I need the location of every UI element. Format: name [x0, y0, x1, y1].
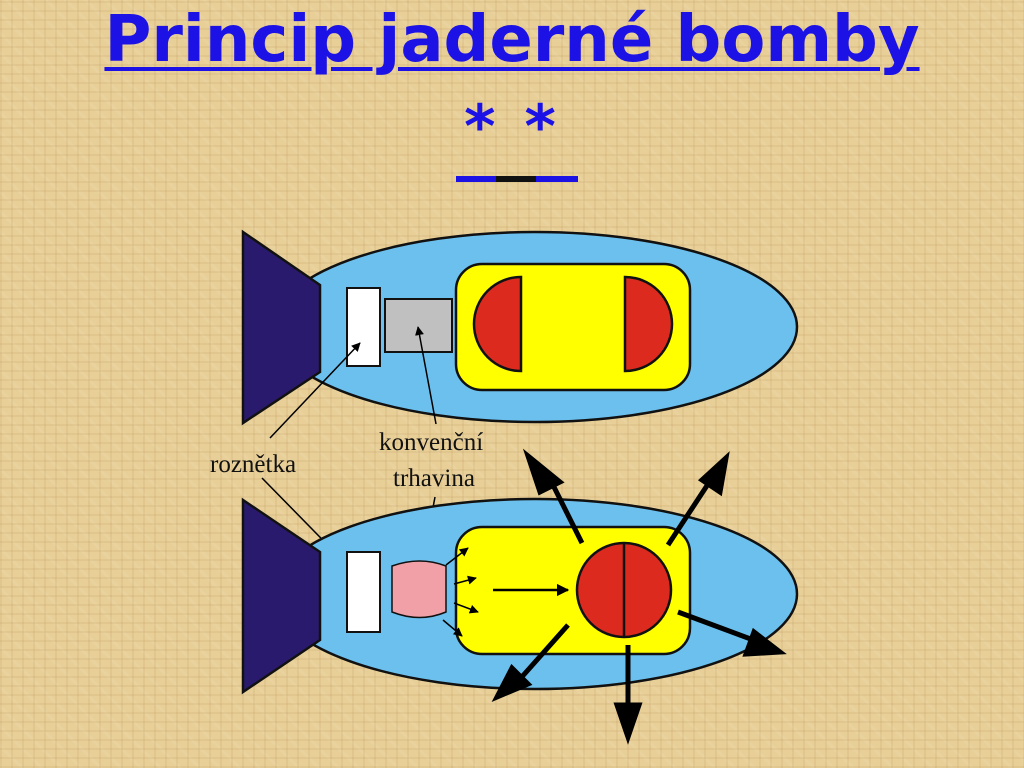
fissile-half-left [472, 275, 523, 373]
shock-arrow [442, 619, 463, 637]
explosion-arrow [665, 476, 715, 547]
shock-arrow [453, 575, 477, 585]
explosion-arrowhead [522, 448, 565, 496]
detonated-explosive [391, 560, 447, 619]
bomb-before [241, 229, 799, 426]
star-rule-right [536, 176, 578, 182]
label-konvencni-line1: konvenční [379, 429, 483, 456]
explosion-arrow [518, 623, 570, 681]
page-title: Princip jaderné bomby [104, 3, 920, 77]
explosion-arrowhead [742, 627, 787, 657]
label-konvencni-line2: trhavina [393, 465, 475, 492]
pointer-konvencni [415, 326, 437, 425]
star-rule-left [456, 176, 496, 182]
label-roznetka: roznětka [210, 451, 296, 478]
fissile-half-right [623, 275, 674, 373]
explosion-arrowhead [613, 702, 643, 745]
explosion-arrows [491, 448, 787, 745]
star-rule-center [496, 176, 536, 182]
igniter-block [346, 287, 381, 367]
shock-arrow [445, 547, 469, 566]
bomb-after [241, 497, 799, 695]
shock-arrow [453, 602, 479, 614]
explosion-arrow [677, 609, 757, 644]
title-stars: * * [464, 92, 560, 162]
explosion-arrowhead [491, 663, 533, 702]
bomb-tail-fin [241, 497, 322, 695]
igniter-block [346, 551, 381, 633]
pointer-roznetka [269, 342, 361, 439]
conventional-explosive-block [384, 298, 453, 353]
bomb-tail-fin [241, 229, 322, 426]
explosion-arrowhead [697, 451, 730, 497]
